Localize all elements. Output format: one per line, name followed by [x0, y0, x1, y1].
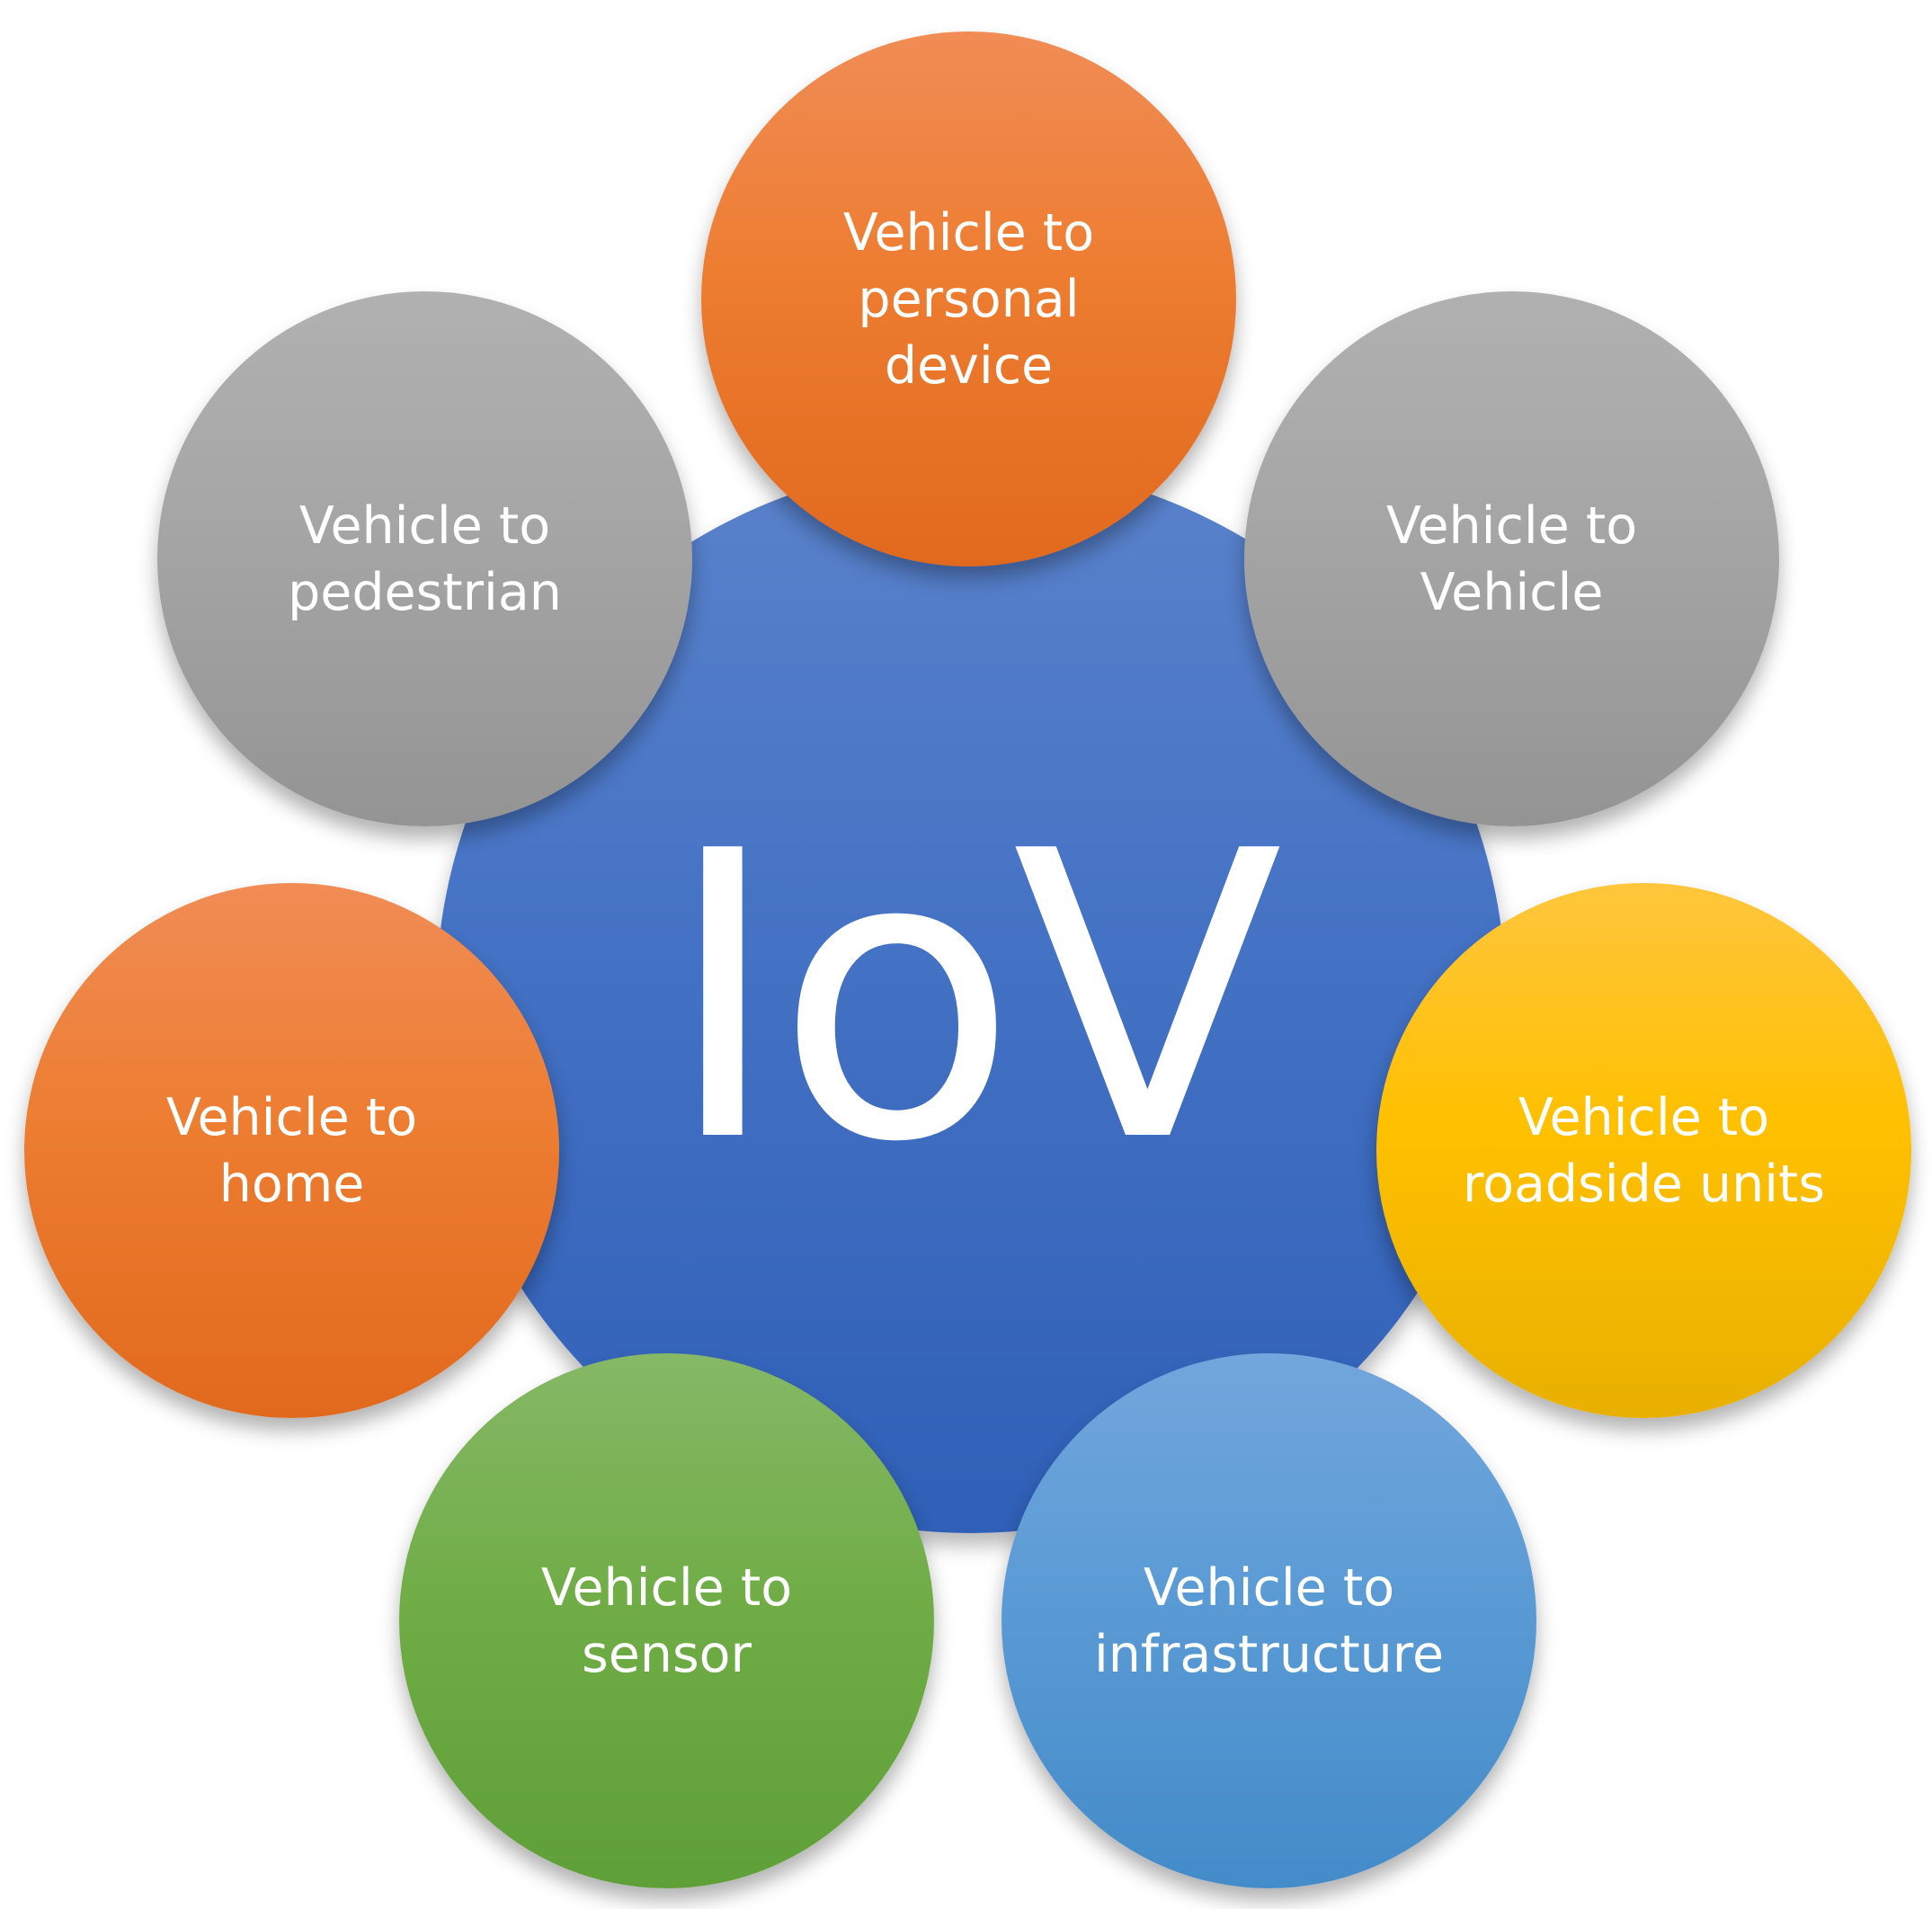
node-vehicle-to-roadside-units: Vehicle to roadside units: [1376, 883, 1911, 1418]
node-label: Vehicle to Vehicle: [1385, 495, 1638, 622]
node-vehicle-to-vehicle: Vehicle to Vehicle: [1244, 291, 1779, 826]
node-label: Vehicle to roadside units: [1462, 1087, 1826, 1214]
node-vehicle-to-infrastructure: Vehicle to infrastructure: [1002, 1353, 1536, 1888]
node-vehicle-to-home: Vehicle to home: [24, 883, 559, 1418]
node-label: Vehicle to personal device: [842, 202, 1095, 396]
iov-hub-label: IoV: [664, 768, 1283, 1228]
node-vehicle-to-personal-device: Vehicle to personal device: [701, 31, 1236, 566]
node-label: Vehicle to sensor: [540, 1557, 793, 1684]
node-vehicle-to-pedestrian: Vehicle to pedestrian: [157, 291, 692, 826]
node-vehicle-to-sensor: Vehicle to sensor: [399, 1353, 934, 1888]
node-label: Vehicle to home: [165, 1087, 418, 1214]
node-label: Vehicle to infrastructure: [1093, 1557, 1445, 1684]
node-label: Vehicle to pedestrian: [288, 495, 562, 622]
